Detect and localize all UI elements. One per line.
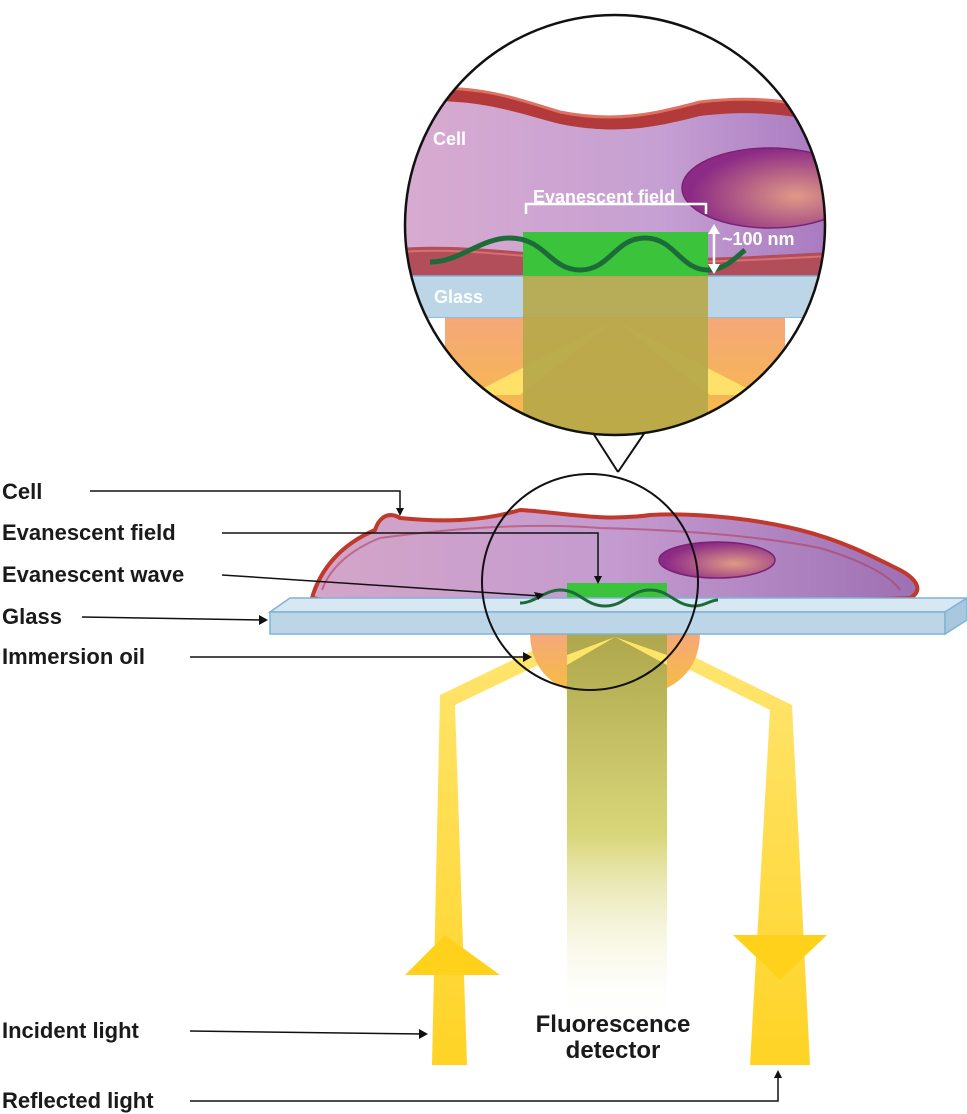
cell-label: Cell: [2, 479, 43, 504]
detector-line-2: detector: [565, 1037, 661, 1065]
fluorescence-detector-label: Fluorescence detector: [503, 1011, 723, 1065]
evanescent-wave: [519, 588, 719, 608]
incident-ray: [567, 637, 615, 665]
cell-inner-edge: [321, 524, 901, 591]
glass-label: Glass: [2, 604, 62, 629]
incident-light-label: Incident light: [2, 1018, 139, 1043]
zoom-evanescent-field-label: Evanescent field: [533, 187, 676, 207]
leader-lines: [81, 490, 779, 1102]
zoom-depth-label: ~100 nm: [722, 229, 795, 249]
incident-light-beam: [405, 630, 590, 1065]
magnifier-circle: [481, 473, 699, 691]
leader-arrowheads: [259, 508, 782, 1078]
glass-slide: [267, 597, 967, 636]
nucleus: [658, 541, 776, 579]
reflected-light-label: Reflected light: [2, 1088, 154, 1113]
detector-line-1: Fluorescence: [535, 1011, 691, 1038]
reflected-ray: [615, 637, 667, 665]
immersion-oil-label: Immersion oil: [2, 644, 146, 669]
evanescent-field-label: Evanescent field: [2, 520, 176, 545]
fluorescence-column: [567, 605, 667, 1025]
zoom-glass-label: Glass: [434, 287, 484, 307]
evanescent-wave-label: Evanescent wave: [2, 562, 185, 587]
zoom-cell-label: Cell: [433, 129, 467, 149]
zoom-circle-border: [403, 13, 827, 437]
reflected-light-beam: [650, 640, 827, 1065]
